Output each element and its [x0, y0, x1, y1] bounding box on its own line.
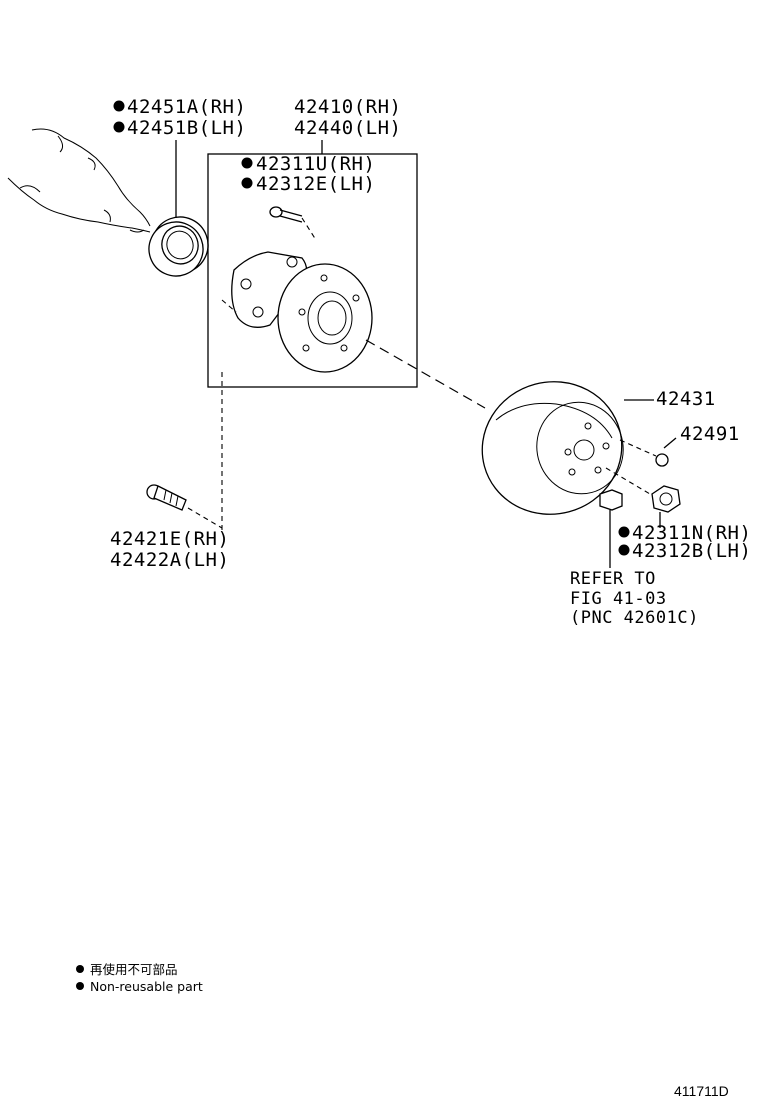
plug-leader [663, 437, 677, 449]
wheel-nut-part [599, 489, 623, 511]
legend-mark [76, 982, 84, 990]
brake-disc-part [481, 381, 624, 515]
hub-to-disc-line [365, 339, 486, 409]
legend-mark [76, 965, 84, 973]
hub-bolt-lh-number: 42312E(LH) [256, 173, 375, 195]
hub-nut-part [651, 485, 681, 513]
axle-shaft-sketch [7, 128, 151, 233]
legend-english: Non-reusable part [90, 979, 203, 994]
plug-part [655, 453, 669, 467]
hub-assembly-rh-number: 42410(RH) [294, 96, 401, 118]
refer-line-2: FIG 41-03 [570, 589, 667, 609]
hub-nut-lh-number: 42312B(LH) [632, 540, 751, 562]
mount-bolt-lh-number: 42422A(LH) [110, 549, 229, 571]
non-reusable-mark [618, 544, 630, 556]
plug-to-disc-line [619, 439, 657, 457]
oil-seal-rh-number: 42451A(RH) [127, 96, 246, 118]
hub-bolt-rh-number: 42311U(RH) [256, 153, 375, 175]
refer-line-3: (PNC 42601C) [570, 608, 699, 628]
mount-bolt-part [146, 484, 223, 529]
hub-nut-rh-number: 42311N(RH) [632, 522, 751, 544]
hub-assembly-part [231, 251, 373, 373]
refer-line-1: REFER TO [570, 569, 656, 589]
oil-seal-lh-number: 42451B(LH) [127, 117, 246, 139]
non-reusable-mark [241, 177, 253, 189]
non-reusable-mark [241, 157, 253, 169]
hub-assembly-bracket [207, 153, 418, 388]
legend-japanese: 再使用不可部品 [90, 962, 178, 977]
hub-bolt-part [269, 206, 317, 241]
plug-number: 42491 [680, 423, 740, 445]
non-reusable-mark [113, 100, 125, 112]
hub-to-seal-line [221, 299, 237, 313]
non-reusable-mark [618, 526, 630, 538]
disc-number: 42431 [656, 388, 716, 410]
oil-seal-part [148, 216, 209, 277]
figure-id: 411711D [674, 1083, 729, 1099]
non-reusable-mark [113, 121, 125, 133]
mount-bolt-rh-number: 42421E(RH) [110, 528, 229, 550]
hub-assembly-lh-number: 42440(LH) [294, 117, 401, 139]
